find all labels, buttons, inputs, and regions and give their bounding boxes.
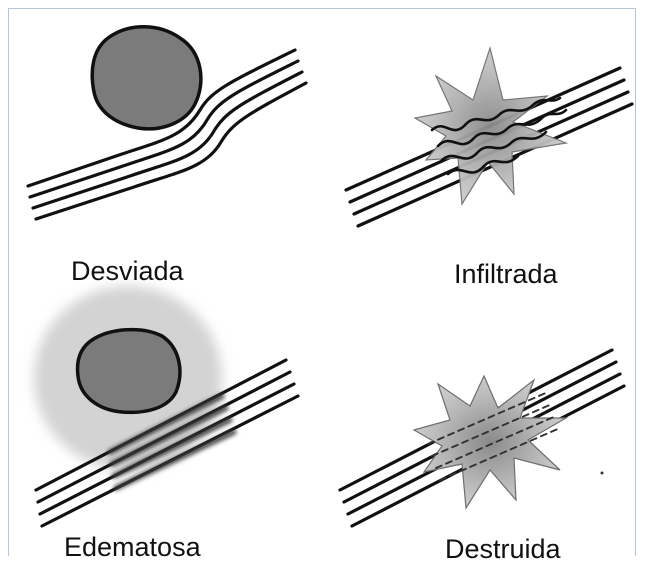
dot-mark [601,472,604,475]
label-edematosa: Edematosa [64,532,201,563]
panel-infiltrada [346,48,632,226]
panel-destruida [340,350,624,526]
tumor-mass [92,27,201,129]
label-destruida: Destruida [445,534,561,565]
label-infiltrada: Infiltrada [454,259,558,290]
destructive-star-lesion [414,376,566,508]
label-desviada: Desviada [71,256,184,287]
panel-desviada [28,27,306,219]
tumor-mass [78,330,180,413]
panel-edematosa [34,286,298,526]
